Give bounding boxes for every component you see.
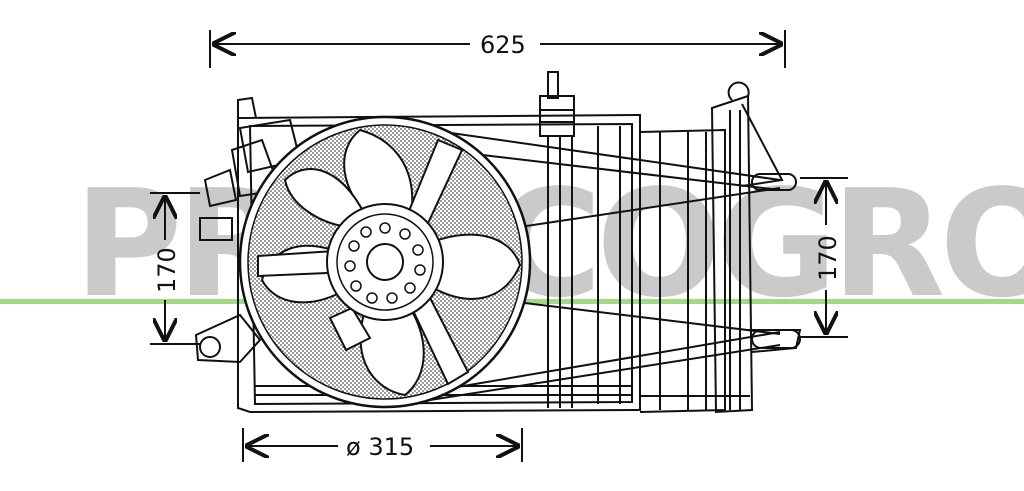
- fan-assembly: [238, 115, 532, 409]
- dimension-height-right: 170: [800, 177, 848, 338]
- frame-ribs: [255, 110, 750, 410]
- hub-holes: [344, 222, 426, 304]
- fan-diameter-label: ø 315: [346, 433, 414, 461]
- dimension-fan-diameter: ø 315: [242, 428, 523, 462]
- width-label: 625: [480, 31, 526, 59]
- dimension-height-left: 170: [150, 192, 200, 345]
- dimension-width: 625: [209, 30, 786, 68]
- fan-blades: [260, 128, 522, 397]
- height-right-label: 170: [814, 235, 842, 281]
- height-left-label: 170: [153, 247, 181, 293]
